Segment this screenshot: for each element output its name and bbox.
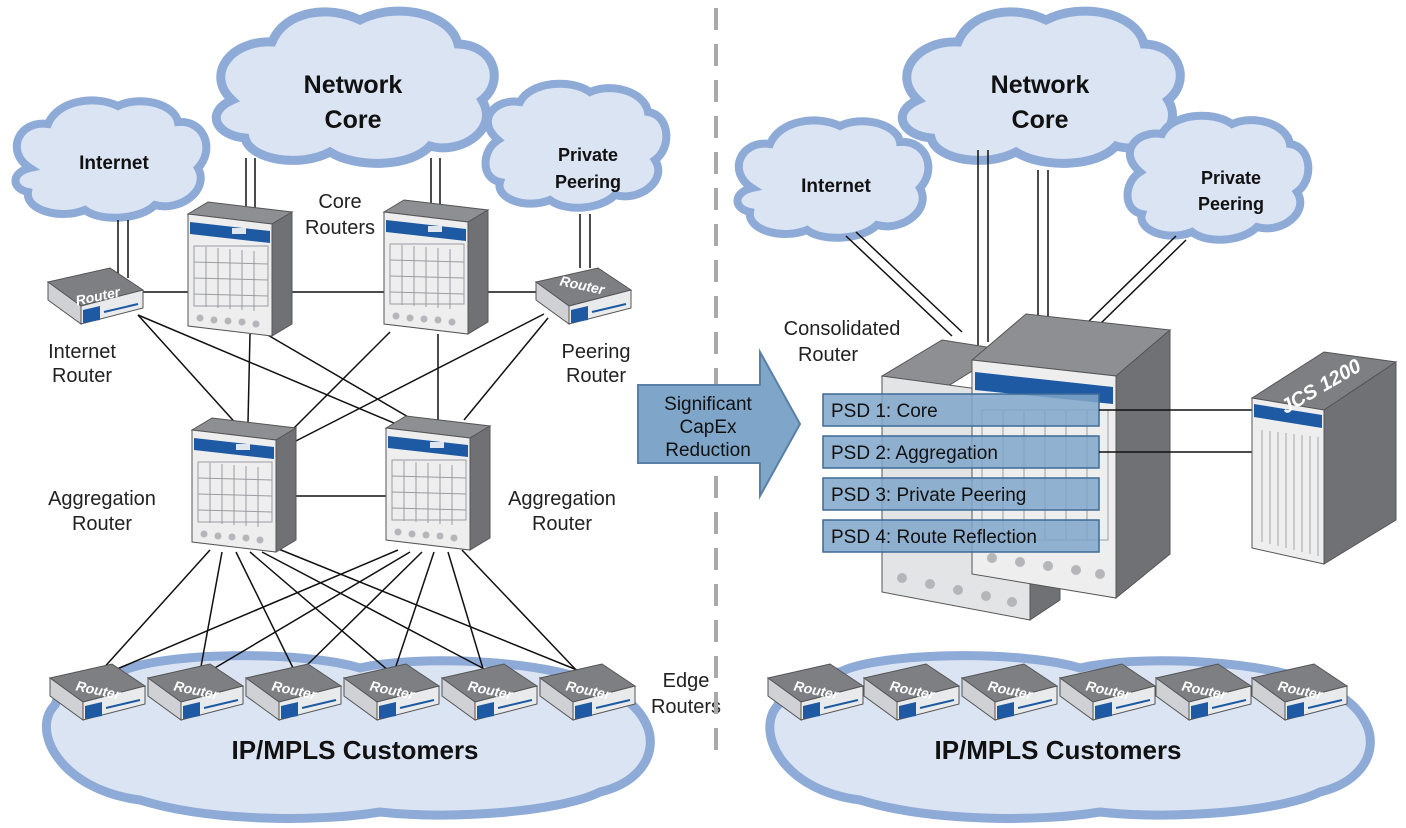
right-private-peering-label-2: Peering	[1198, 194, 1264, 214]
arrow-label-2: CapEx	[679, 417, 737, 438]
right-private-peering-label-1: Private	[1201, 168, 1261, 188]
right-network-core-label-2: Core	[1012, 106, 1069, 134]
edge-router: Router	[343, 663, 440, 721]
right-edge-routers: Router Router Router Router Router Route…	[767, 663, 1348, 721]
left-network-core-cloud: Network Core	[211, 6, 499, 168]
psd-label: PSD 4: Route Reflection	[831, 527, 1037, 548]
edge-routers-label-2: Routers	[651, 696, 721, 718]
edge-router: Router	[1251, 663, 1348, 721]
left-edge-routers: Router Router Router Router Router Route…	[49, 663, 636, 721]
core-routers-label-2: Routers	[305, 217, 375, 239]
psd-label: PSD 2: Aggregation	[831, 443, 998, 464]
consolidated-router-label-1: Consolidated	[784, 318, 901, 340]
edge-router: Router	[147, 663, 244, 721]
psd-label: PSD 1: Core	[831, 401, 938, 422]
edge-router: Router	[49, 663, 146, 721]
psd-label: PSD 3: Private Peering	[831, 485, 1026, 506]
right-internet-cloud: Internet	[733, 116, 933, 242]
aggregation-router-right-label-1: Aggregation	[508, 488, 616, 510]
edge-router: Router	[441, 663, 538, 721]
left-internet-router: Router	[47, 267, 144, 325]
left-aggregation-router-2	[385, 415, 491, 551]
left-private-peering-label-2: Peering	[555, 172, 621, 192]
edge-router: Router	[539, 663, 636, 721]
left-connections	[99, 158, 591, 673]
right-uplinks	[845, 150, 1187, 348]
right-customers-label: IP/MPLS Customers	[934, 735, 1181, 765]
psd-list: PSD 1: Core PSD 2: Aggregation PSD 3: Pr…	[822, 393, 1100, 553]
arrow-shape	[637, 348, 802, 500]
aggregation-router-right-label-2: Router	[532, 513, 592, 535]
internet-router-label-1: Internet	[48, 341, 116, 363]
arrow-label-3: Reduction	[665, 440, 751, 461]
edge-router: Router	[961, 663, 1058, 721]
left-private-peering-cloud: Private Peering	[481, 79, 671, 212]
left-internet-cloud: Internet	[11, 96, 211, 222]
right-panel: IP/MPLS Customers Network Core Internet …	[733, 6, 1398, 823]
arrow-label-1: Significant	[664, 394, 752, 415]
left-aggregation-router-1	[191, 417, 297, 553]
left-peering-router: Router	[535, 267, 632, 325]
consolidated-router-label-2: Router	[798, 344, 858, 366]
edge-routers-label-1: Edge	[663, 670, 710, 692]
left-core-router-1	[187, 201, 293, 337]
aggregation-router-left-label-2: Router	[72, 513, 132, 535]
right-network-core-cloud: Network Core	[897, 6, 1185, 168]
left-network-core-label-2: Core	[325, 106, 382, 134]
left-private-peering-label-1: Private	[558, 145, 618, 165]
left-core-router-2	[383, 199, 489, 335]
edge-router: Router	[863, 663, 960, 721]
aggregation-router-left-label-1: Aggregation	[48, 488, 156, 510]
edge-router: Router	[245, 663, 342, 721]
right-internet-label: Internet	[801, 176, 871, 197]
edge-router: Router	[1059, 663, 1156, 721]
internet-router-label-2: Router	[52, 365, 112, 387]
jcs-links	[1099, 409, 1252, 453]
jcs-1200-chassis: JCS 1200	[1250, 351, 1398, 565]
left-panel: IP/MPLS Customers Network Core Internet …	[11, 6, 721, 823]
edge-router: Router	[767, 663, 864, 721]
left-network-core-label-1: Network	[304, 71, 403, 99]
psd-box: PSD 2: Aggregation	[822, 435, 1100, 469]
left-internet-label: Internet	[79, 153, 149, 174]
edge-router: Router	[1155, 663, 1252, 721]
right-private-peering-cloud: Private Peering	[1123, 111, 1313, 244]
peering-router-label-1: Peering	[562, 341, 631, 363]
right-network-core-label-1: Network	[991, 71, 1090, 99]
core-routers-label-1: Core	[318, 191, 361, 213]
psd-box: PSD 4: Route Reflection	[822, 519, 1100, 553]
psd-box: PSD 3: Private Peering	[822, 477, 1100, 511]
peering-router-label-2: Router	[566, 365, 626, 387]
left-customers-label: IP/MPLS Customers	[231, 735, 478, 765]
capex-arrow: Significant CapEx Reduction	[637, 348, 802, 500]
psd-box: PSD 1: Core	[822, 393, 1100, 427]
